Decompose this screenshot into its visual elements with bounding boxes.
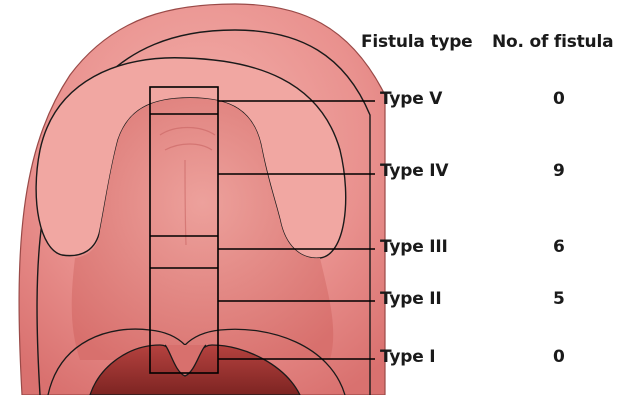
count-value-iv: 9 [553,161,565,181]
type-label-ii: Type II [380,289,442,309]
count-value-ii: 5 [553,289,565,309]
count-value-i: 0 [553,347,565,367]
type-label-iii: Type III [380,237,448,257]
header-fistula-type: Fistula type [361,32,473,52]
type-label-iv: Type IV [380,161,448,181]
count-value-v: 0 [553,89,565,109]
count-value-iii: 6 [553,237,565,257]
type-label-i: Type I [380,347,435,367]
type-label-v: Type V [380,89,442,109]
header-no-of-fistula: No. of fistula [492,32,613,52]
